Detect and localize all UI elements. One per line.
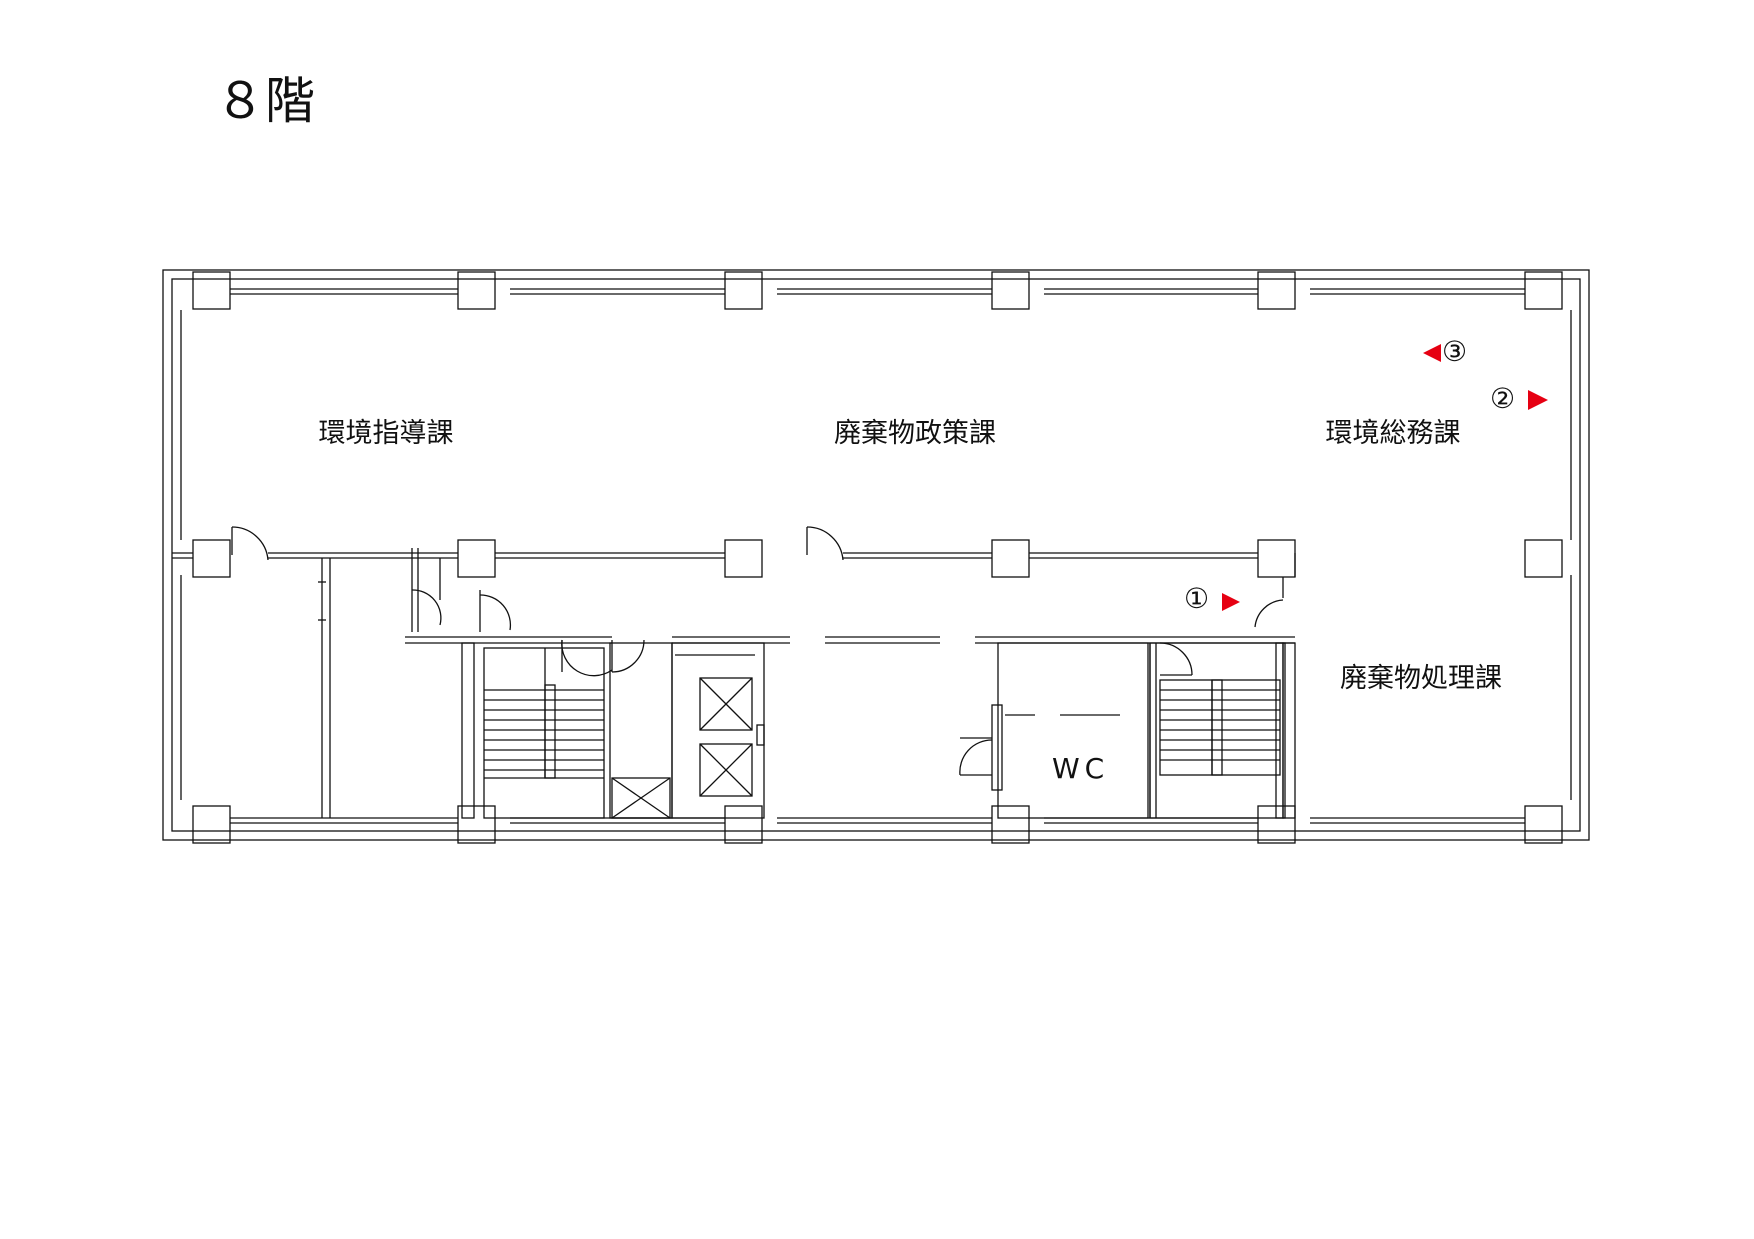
marker-3-label: ③ bbox=[1442, 335, 1468, 368]
wc-room bbox=[997, 642, 1149, 819]
left-stair-shaft bbox=[461, 642, 475, 819]
elevator-core bbox=[609, 642, 673, 819]
room-label-wc: WC bbox=[1052, 752, 1110, 785]
marker-1-arrow-icon bbox=[1222, 593, 1240, 611]
marker-2-label: ② bbox=[1490, 382, 1516, 415]
elevator-1 bbox=[699, 677, 753, 731]
marker-3-arrow-icon bbox=[1423, 344, 1441, 362]
room-label-waste-treatment: 廃棄物処理課 bbox=[1340, 663, 1502, 694]
left-stair-steps bbox=[484, 689, 604, 779]
room-label-waste-policy: 廃棄物政策課 bbox=[834, 418, 996, 449]
marker-1-label: ① bbox=[1184, 582, 1210, 615]
room-label-environment-general-affairs: 環境総務課 bbox=[1325, 418, 1461, 449]
outer-wall bbox=[162, 269, 1590, 841]
elevator-2 bbox=[699, 743, 753, 797]
inner-wall bbox=[171, 278, 1581, 832]
right-stair-steps bbox=[1160, 689, 1280, 761]
room-label-environment-guidance: 環境指導課 bbox=[318, 418, 454, 449]
marker-2-arrow-icon bbox=[1528, 390, 1548, 410]
floor-title: ８階 bbox=[215, 72, 315, 130]
